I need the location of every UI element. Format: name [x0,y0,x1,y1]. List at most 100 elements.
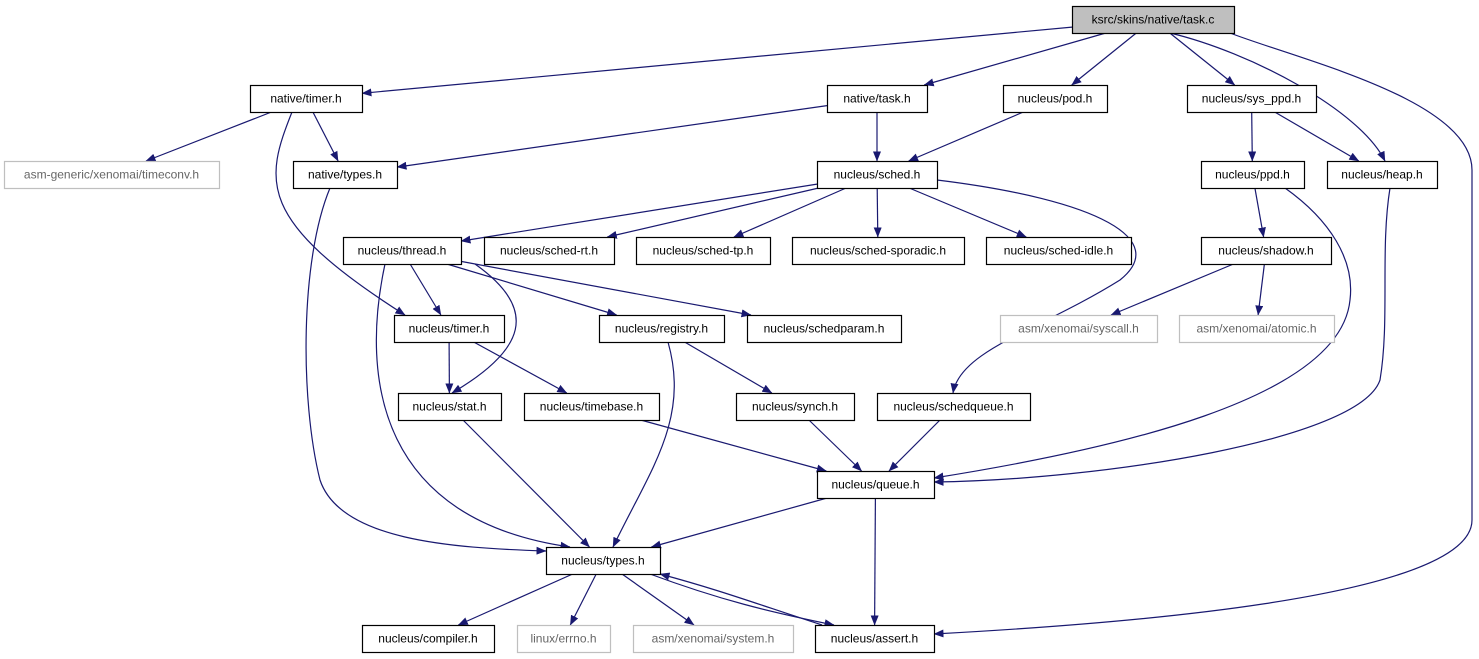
node-asm-generic-timeconv: asm-generic/xenomai/timeconv.h [3,160,221,190]
node-nucleus-sched-idle[interactable]: nucleus/sched-idle.h [985,236,1133,266]
node-box [397,392,503,422]
edges-layer [145,26,1473,638]
node-box [523,392,661,422]
node-box [393,314,506,344]
node-box [1178,314,1336,344]
node-nucleus-timer[interactable]: nucleus/timer.h [393,314,506,344]
node-native-timer[interactable]: native/timer.h [249,84,364,114]
node-nucleus-sched-rt[interactable]: nucleus/sched-rt.h [483,236,616,266]
node-asm-system: asm/xenomai/system.h [632,624,795,654]
node-nucleus-schedparam[interactable]: nucleus/schedparam.h [746,314,903,344]
edge-native-timer-to-asm-generic-timeconv [145,111,272,162]
node-nucleus-sys-ppd[interactable]: nucleus/sys_ppd.h [1186,84,1318,114]
node-box [1326,160,1439,190]
edge-nucleus-pod-to-nucleus-sched [908,111,1024,162]
node-nucleus-shadow[interactable]: nucleus/shadow.h [1200,236,1333,266]
node-nucleus-thread[interactable]: nucleus/thread.h [342,236,463,266]
node-label: asm/xenomai/syscall.h [1018,322,1139,336]
node-label: native/task.h [843,92,910,106]
node-label: nucleus/sched.h [834,168,921,182]
node-label: nucleus/sched-sporadic.h [810,244,946,258]
node-box [1200,160,1306,190]
edge-native-timer-to-nucleus-timer [275,111,406,316]
node-label: nucleus/sched-tp.h [653,244,754,258]
edge-task-c-to-native-timer [361,26,1073,97]
node-box [816,160,939,190]
edge-nucleus-sched-to-nucleus-sched-tp [733,187,847,238]
edge-nucleus-queue-to-nucleus-assert [870,497,879,626]
node-native-task[interactable]: native/task.h [826,84,929,114]
node-label: nucleus/synch.h [752,400,838,414]
node-label: asm-generic/xenomai/timeconv.h [24,168,199,182]
nodes-layer: ksrc/skins/native/task.c native/timer.h na… [3,5,1439,654]
node-label: nucleus/shadow.h [1218,244,1313,258]
edge-task-c-to-nucleus-pod [1071,32,1137,86]
edge-native-task-to-native-types [396,105,828,170]
edge-nucleus-sys-ppd-to-nucleus-heap [1274,111,1360,162]
node-nucleus-types[interactable]: nucleus/types.h [545,546,662,576]
node-nucleus-queue[interactable]: nucleus/queue.h [816,470,936,500]
node-box [3,160,221,190]
edge-native-timer-to-native-types [312,111,339,162]
node-label: nucleus/assert.h [831,632,918,646]
edge-nucleus-types-to-nucleus-compiler [457,573,573,626]
node-asm-syscall: asm/xenomai/syscall.h [999,314,1159,344]
node-label: nucleus/registry.h [615,322,708,336]
node-box [249,84,364,114]
node-nucleus-timebase[interactable]: nucleus/timebase.h [523,392,661,422]
edge-nucleus-assert-to-nucleus-types [659,572,823,626]
edge-nucleus-heap-to-nucleus-queue [933,187,1391,486]
node-box [735,392,856,422]
node-nucleus-assert[interactable]: nucleus/assert.h [814,624,936,654]
node-box [1186,84,1318,114]
node-box [516,624,612,654]
node-label: nucleus/ppd.h [1215,168,1290,182]
node-label: nucleus/timebase.h [540,400,643,414]
edge-nucleus-sched-to-nucleus-schedqueue [936,179,1137,394]
node-label: nucleus/pod.h [1018,92,1093,106]
node-label: asm/xenomai/atomic.h [1196,322,1316,336]
node-label: nucleus/timer.h [409,322,490,336]
edge-nucleus-shadow-to-asm-atomic [1255,263,1265,316]
node-label: nucleus/schedparam.h [764,322,885,336]
edge-nucleus-timer-to-nucleus-timebase [473,341,568,394]
edge-task-c-to-native-task [923,32,1106,87]
node-label: nucleus/heap.h [1341,168,1422,182]
edge-nucleus-ppd-to-nucleus-shadow [1254,187,1266,238]
node-box [1002,84,1109,114]
node-nucleus-stat[interactable]: nucleus/stat.h [397,392,503,422]
edge-native-types-to-nucleus-types [305,187,547,555]
node-nucleus-sched-sporadic[interactable]: nucleus/sched-sporadic.h [791,236,966,266]
edge-nucleus-types-to-asm-system [621,573,695,626]
edge-nucleus-registry-to-nucleus-types [612,341,675,548]
node-nucleus-schedqueue[interactable]: nucleus/schedqueue.h [876,392,1032,422]
node-native-types[interactable]: native/types.h [292,160,399,190]
node-label: nucleus/sched-rt.h [500,244,598,258]
edge-nucleus-sys-ppd-to-nucleus-ppd [1248,111,1257,162]
edge-nucleus-sched-to-nucleus-sched-idle [908,187,1027,238]
edge-nucleus-schedqueue-to-nucleus-queue [888,419,941,472]
edge-nucleus-sched-to-nucleus-thread [460,183,818,244]
node-box [598,314,726,344]
node-label: nucleus/types.h [561,554,644,568]
node-task-c: ksrc/skins/native/task.c [1071,5,1236,35]
node-box [1071,5,1236,35]
node-nucleus-heap[interactable]: nucleus/heap.h [1326,160,1439,190]
node-box [635,236,772,266]
node-nucleus-ppd[interactable]: nucleus/ppd.h [1200,160,1306,190]
node-box [826,84,929,114]
node-box [1200,236,1333,266]
node-nucleus-sched-tp[interactable]: nucleus/sched-tp.h [635,236,772,266]
node-nucleus-compiler[interactable]: nucleus/compiler.h [361,624,496,654]
node-nucleus-pod[interactable]: nucleus/pod.h [1002,84,1109,114]
node-nucleus-synch[interactable]: nucleus/synch.h [735,392,856,422]
node-nucleus-registry[interactable]: nucleus/registry.h [598,314,726,344]
node-label: native/types.h [308,168,382,182]
node-label: nucleus/stat.h [412,400,486,414]
node-box [483,236,616,266]
edge-nucleus-ppd-to-nucleus-queue [933,187,1352,481]
node-nucleus-sched[interactable]: nucleus/sched.h [816,160,939,190]
edge-nucleus-shadow-to-asm-syscall [1110,263,1234,316]
node-label: linux/errno.h [530,632,596,646]
